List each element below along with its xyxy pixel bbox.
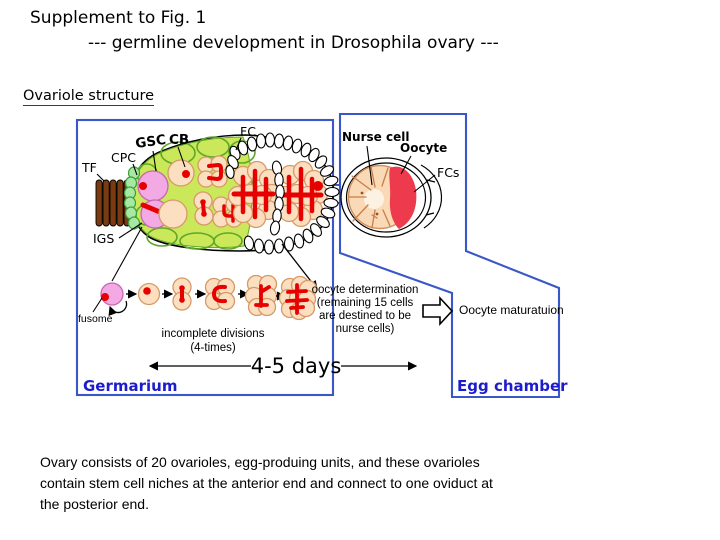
cpc-pointer-line (132, 163, 138, 176)
egg-chamber-box (333, 112, 561, 399)
germarium-illustration (95, 132, 340, 255)
nurse-cell-pointer-line (366, 145, 373, 186)
nurse-cell-dot (375, 212, 379, 216)
tf-label: TF (81, 160, 97, 175)
oocyte-label: Oocyte (400, 141, 447, 155)
nurse-cell-label: Nurse cell (342, 130, 409, 144)
egg-chamber-labels: Nurse cell Oocyte FCs (342, 130, 459, 193)
timeline-2cell (172, 277, 192, 311)
gsc-zoom-line (111, 226, 143, 282)
tf-pointer-line (96, 173, 105, 182)
cpc-label: CPC (111, 150, 136, 165)
body-paragraph-line2: contain stem cell niches at the anterior… (40, 475, 493, 491)
self-renewal-arrow (108, 300, 128, 317)
gsc-pointer-line (152, 150, 157, 172)
body-paragraph-line3: the posterior end. (40, 496, 149, 512)
oocyte-determination-note: oocyte determination (remaining 15 cells… (312, 284, 419, 335)
body-paragraph: Ovary consists of 20 ovarioles, egg-prod… (40, 452, 493, 515)
determination-line: (remaining 15 cells (317, 297, 414, 309)
cb-pointer-line (177, 146, 186, 168)
incomplete-divisions-label: incomplete divisions (162, 328, 265, 340)
cb-label: CB (169, 132, 189, 148)
timeline-16cell (278, 275, 318, 321)
oocyte-maturation-label: Oocyte maturatuion (459, 303, 564, 317)
cyst-16cell-left (227, 160, 283, 229)
maturation-block-arrow (422, 295, 454, 327)
nurse-cell-highlight (364, 189, 384, 209)
fcs-pointer-line (413, 174, 436, 193)
germarium-box (75, 118, 335, 397)
timeline-8cell (244, 274, 278, 317)
germarium-anatomy-labels: TF CPC GSC CB FC IGS (81, 124, 256, 246)
egg-chamber-illustration (340, 157, 443, 238)
gsc-label: GSC (134, 132, 167, 152)
duration-arrow: 4-5 days (148, 354, 418, 378)
egg-chamber-box-label: Egg chamber (457, 377, 568, 395)
follicle-cell-ovals (225, 132, 340, 255)
oocyte-pointer-line (400, 155, 412, 175)
nurse-cell-dot (360, 191, 364, 195)
duration-label: 4-5 days (251, 354, 342, 378)
igs-pointer-line (118, 222, 143, 239)
division-timeline: fusome (78, 226, 419, 354)
four-times-label: (4-times) (190, 342, 236, 354)
igs-label: IGS (93, 231, 114, 246)
determination-line: oocyte determination (312, 284, 419, 296)
maturation: Oocyte maturatuion (422, 295, 564, 327)
fusome-pointer-line (92, 297, 103, 313)
germarium-box-label: Germarium (83, 377, 177, 395)
timeline-gsc-fusome-dot (101, 293, 109, 301)
oocyte-shape (389, 166, 417, 229)
fcs-label: FCs (437, 165, 459, 180)
egg-chamber-inner-ring (345, 162, 427, 233)
timeline-cb-fusome-dot (143, 287, 151, 295)
fusome-label: fusome (78, 313, 113, 325)
nurse-cell-divider-lines (348, 166, 391, 229)
cap-cells (123, 166, 141, 230)
slide-title-line2: --- germline development in Drosophila o… (88, 33, 499, 53)
slide-title-line1: Supplement to Fig. 1 (30, 8, 207, 28)
fc-label: FC (240, 124, 256, 139)
determination-line: are destined to be (319, 310, 411, 322)
egg-chamber-sketch-arc (420, 164, 443, 229)
timeline-4cell (204, 277, 236, 311)
determination-line: nurse cells) (336, 323, 395, 335)
fc-pointer-line (235, 137, 242, 151)
section-heading: Ovariole structure (23, 88, 155, 106)
body-paragraph-line1: Ovary consists of 20 ovarioles, egg-prod… (40, 454, 480, 470)
